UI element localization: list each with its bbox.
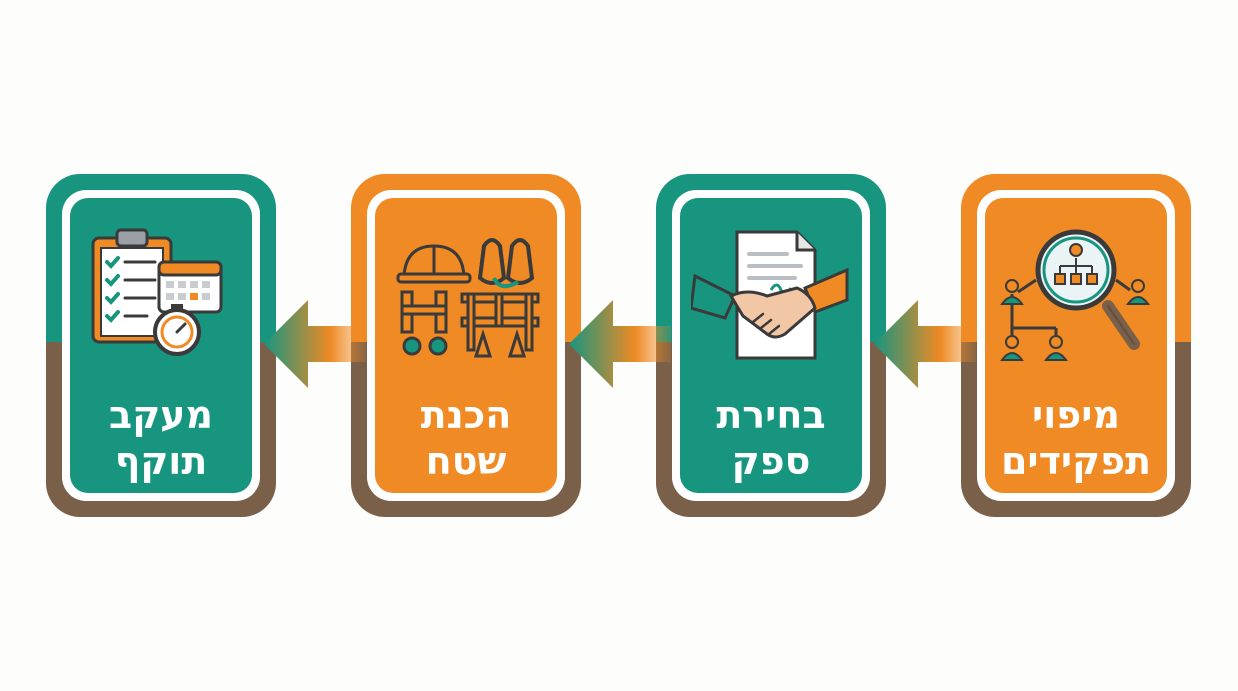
step-label-line2: ספק: [731, 439, 811, 483]
step-label: מיפוי תפקידים: [985, 392, 1167, 484]
card-panel: בחירת ספק: [680, 198, 862, 493]
step-label-line1: הכנת: [420, 393, 512, 437]
step-label-line1: מיפוי: [1032, 393, 1120, 437]
checklist-calendar-stopwatch-icon: [91, 228, 223, 356]
step-label: בחירת ספק: [680, 392, 862, 484]
step-label-line1: מעקב: [109, 393, 213, 437]
step-label-line2: תפקידים: [1000, 439, 1152, 483]
step-card-site-preparation: הכנת שטח: [351, 174, 581, 517]
card-panel: מעקב תוקף: [70, 198, 252, 493]
flow-arrow-left-icon: [569, 300, 671, 388]
safety-gear-scaffold-icon: [396, 238, 540, 358]
card-frame: מעקב תוקף: [62, 190, 260, 501]
step-label-line2: שטח: [425, 439, 507, 483]
step-card-supplier-selection: בחירת ספק: [656, 174, 886, 517]
card-frame: בחירת ספק: [672, 190, 870, 501]
card-frame: הכנת שטח: [367, 190, 565, 501]
card-panel: מיפוי תפקידים: [985, 198, 1167, 493]
step-label-line1: בחירת: [716, 393, 826, 437]
card-frame: מיפוי תפקידים: [977, 190, 1175, 501]
handshake-contract-icon: [691, 230, 849, 360]
step-card-validity-tracking: מעקב תוקף: [46, 174, 276, 517]
step-label: מעקב תוקף: [70, 392, 252, 484]
step-label: הכנת שטח: [375, 392, 557, 484]
flow-arrow-left-icon: [874, 300, 976, 388]
flow-arrow-left-icon: [264, 300, 366, 388]
org-chart-magnifier-icon: [1000, 229, 1150, 361]
step-card-role-mapping: מיפוי תפקידים: [961, 174, 1191, 517]
step-label-line2: תוקף: [114, 439, 208, 483]
card-panel: הכנת שטח: [375, 198, 557, 493]
